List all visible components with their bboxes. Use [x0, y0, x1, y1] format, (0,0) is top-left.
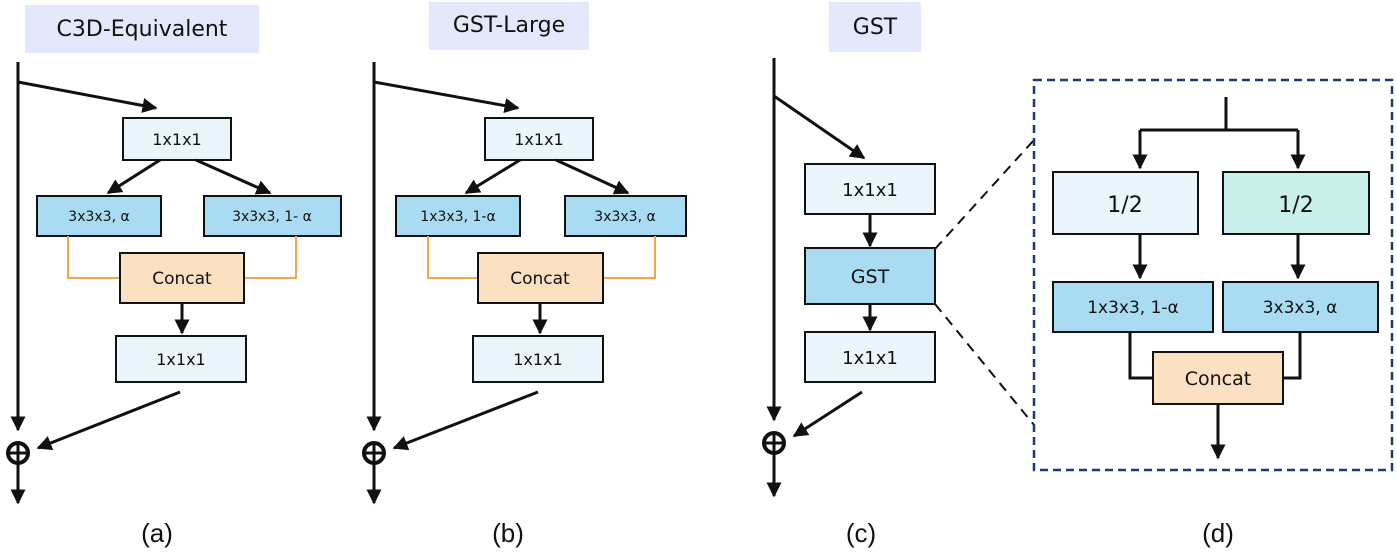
panel-b-arrow-left: [464, 158, 521, 195]
panel-a-right-branch-label: 3x3x3, 1- α: [232, 209, 312, 225]
panel-c-gst-label: GST: [851, 266, 890, 288]
panel-b-concat-box: [477, 252, 604, 304]
panel-d-right-conv-label: 3x3x3, α: [1263, 298, 1338, 318]
panel-c-gst-box: [804, 247, 936, 305]
panel-b-left-branch-box: [395, 195, 521, 237]
panel-a-input-arrow: [17, 80, 158, 113]
panel-b-top-label: 1x1x1: [514, 130, 563, 149]
panel-d-concat-box: [1152, 351, 1284, 405]
panel-a-bottom-label: 1x1x1: [156, 350, 205, 369]
panel-a-arrow-to-add: [36, 390, 181, 451]
panel-d-caption: (d): [1202, 518, 1234, 548]
panel-b-top-box: [484, 117, 594, 161]
panel-c-top-box: [804, 163, 936, 215]
panel-c-title: GST: [853, 15, 898, 40]
panel-b-caption: (b): [492, 518, 524, 548]
panel-b-arrow-right: [555, 158, 630, 195]
panel-d-left-split-box: [1052, 171, 1199, 235]
panel-b-bottom-label: 1x1x1: [513, 350, 562, 369]
panel-b-concat-line-left: [427, 236, 478, 279]
panel-d: 1/2 1/2 1x3x3, 1-α 3x3x3, α Concat (d): [1032, 78, 1394, 548]
panel-d-right-conv-box: [1222, 281, 1379, 333]
panel-d-right-split-label: 1/2: [1278, 193, 1313, 218]
panel-b: GST-Large 1x1x1 1x3x3, 1-α 3x3x3, α Conc…: [362, 2, 687, 548]
panel-a-top-label: 1x1x1: [152, 130, 201, 149]
panel-a-right-branch-box: [203, 195, 342, 237]
panel-a-bottom-box: [115, 335, 247, 383]
panel-a-arrow-left: [106, 158, 161, 195]
panel-b-concat-label: Concat: [510, 269, 570, 289]
panel-b-left-branch-label: 1x3x3, 1-α: [420, 209, 495, 225]
panel-b-right-branch-label: 3x3x3, α: [594, 209, 655, 225]
panel-b-bottom-box: [472, 335, 604, 383]
panel-a: C3D-Equivalent 1x1x1 3x3x3, α 3x3x3, 1- …: [6, 5, 342, 548]
panel-b-concat-line-right: [603, 236, 656, 279]
panel-d-dashed-frame: [1032, 78, 1394, 472]
panel-b-title-bg: [429, 2, 589, 50]
panel-c-input-arrow: [773, 94, 866, 160]
panel-c-top-label: 1x1x1: [842, 180, 898, 201]
panel-a-concat-box: [119, 252, 245, 304]
panel-c: GST 1x1x1 GST 1x1x1 (c): [762, 2, 936, 548]
panel-c-arrow-to-add: [792, 390, 863, 438]
panel-c-bottom-label: 1x1x1: [842, 348, 898, 369]
panel-b-arrow-to-add: [392, 390, 539, 451]
panel-a-top-box: [122, 117, 232, 161]
panel-d-concat-label: Concat: [1185, 368, 1251, 390]
panel-a-caption: (a): [141, 518, 173, 548]
panel-a-title: C3D-Equivalent: [57, 17, 228, 42]
panel-d-right-split-box: [1222, 171, 1370, 235]
panel-c-bottom-box: [804, 331, 936, 383]
zoom-line-upper: [934, 139, 1035, 250]
panel-b-right-branch-box: [564, 195, 687, 237]
panel-d-concat-line-right: [1283, 332, 1302, 380]
panel-a-concat-label: Concat: [152, 269, 212, 289]
panel-c-caption: (c): [846, 518, 876, 548]
panel-d-left-conv-box: [1052, 281, 1214, 333]
panel-a-arrow-right: [195, 158, 272, 195]
panel-b-input-arrow: [373, 80, 520, 113]
panel-d-left-conv-label: 1x3x3, 1-α: [1087, 298, 1179, 318]
panel-a-concat-line-right: [244, 236, 297, 279]
panel-b-title: GST-Large: [453, 13, 565, 38]
panel-a-left-branch-box: [36, 195, 162, 237]
panel-d-left-split-label: 1/2: [1107, 193, 1142, 218]
panel-c-title-bg: [829, 2, 921, 52]
panel-a-title-bg: [25, 5, 259, 53]
panel-a-left-branch-label: 3x3x3, α: [68, 209, 129, 225]
panel-d-concat-line-left: [1128, 332, 1153, 380]
panel-a-concat-line-left: [67, 236, 120, 279]
zoom-line-lower: [934, 303, 1035, 426]
